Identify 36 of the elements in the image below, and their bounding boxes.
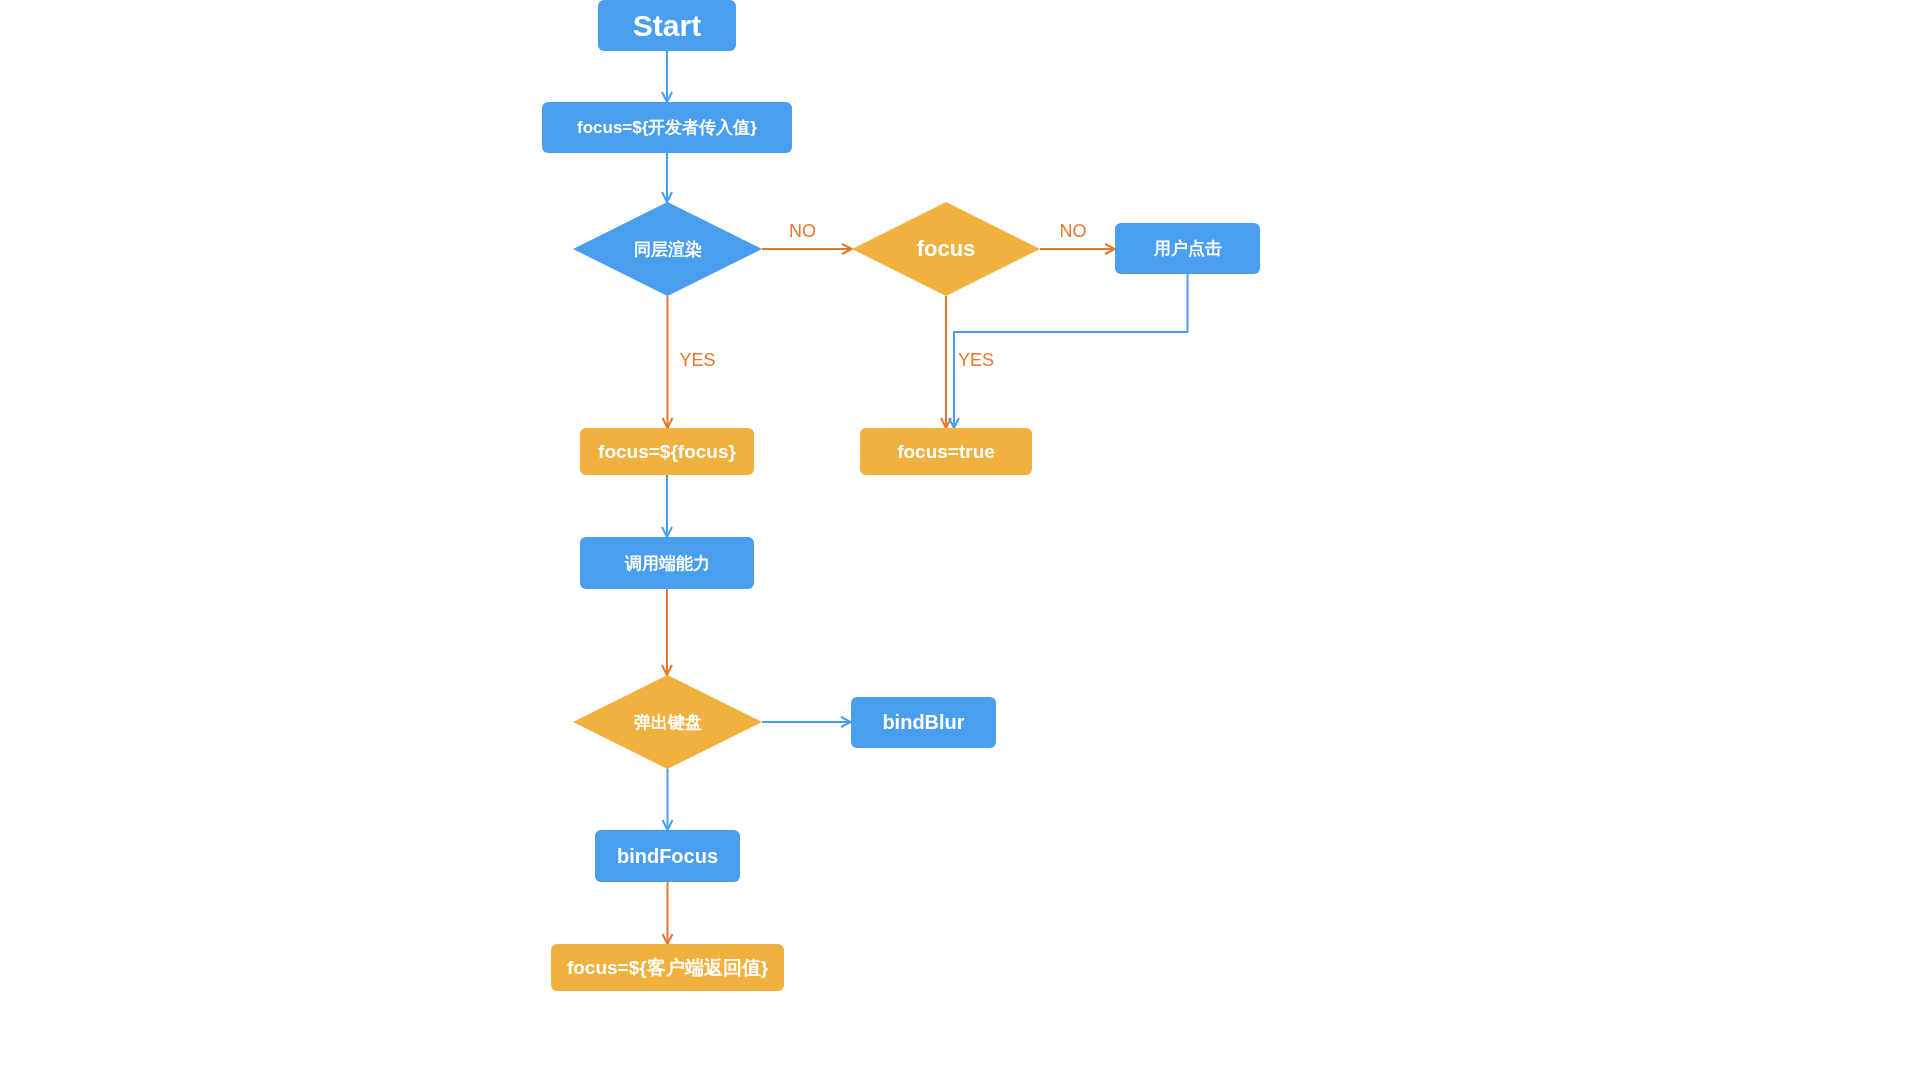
- arrow: [661, 588, 673, 676]
- arrow: [661, 474, 673, 538]
- decision-diamond: [852, 202, 1040, 296]
- arrow: [661, 50, 673, 103]
- node-label: focus=${focus}: [598, 440, 736, 463]
- process-box: [860, 428, 1032, 475]
- arrow: [761, 716, 852, 728]
- decision-diamond: [573, 675, 762, 769]
- arrow: [661, 768, 674, 831]
- node-label: bindBlur: [882, 711, 965, 734]
- arrow: [1039, 243, 1116, 255]
- process-box: [551, 944, 784, 991]
- decision-diamond: [573, 202, 762, 296]
- process-box: [851, 697, 996, 748]
- node-label: focus=true: [897, 440, 995, 463]
- process-box: [580, 428, 754, 475]
- arrow: [661, 152, 673, 203]
- node-label: bindFocus: [616, 844, 719, 868]
- node-label: 同层渲染: [633, 238, 702, 261]
- arrow: [661, 881, 674, 945]
- process-box: [1115, 223, 1260, 274]
- process-box: [542, 102, 792, 153]
- node-label: focus=${开发者传入值}: [577, 117, 757, 139]
- process-box: [598, 0, 736, 51]
- node-label: focus=${客户端返回值}: [566, 955, 769, 980]
- arrow: [948, 273, 1189, 429]
- node-label: 用户点击: [1153, 238, 1222, 260]
- process-box: [595, 830, 740, 882]
- node-label: focus: [916, 236, 976, 262]
- node-label: Start: [632, 8, 702, 43]
- arrow: [761, 243, 853, 255]
- process-box: [580, 537, 754, 589]
- node-label: 弹出键盘: [633, 711, 702, 734]
- node-label: 调用端能力: [624, 552, 710, 575]
- arrow: [661, 295, 674, 429]
- arrow: [940, 295, 952, 429]
